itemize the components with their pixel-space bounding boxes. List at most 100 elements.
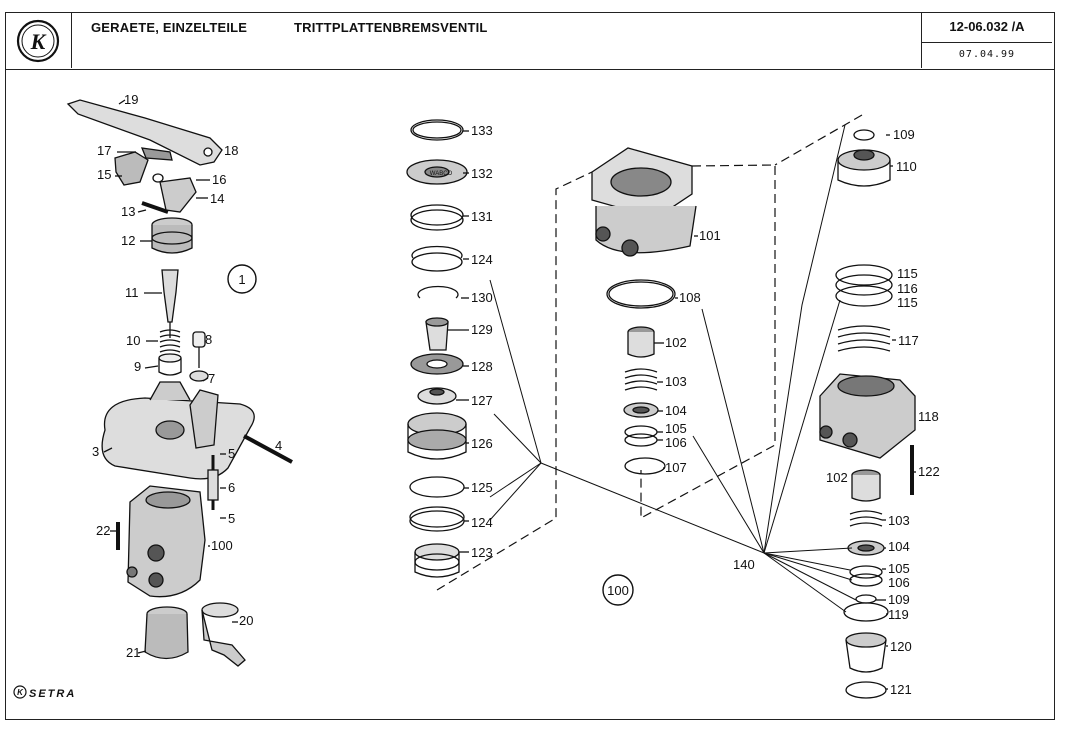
part-label: 124 xyxy=(471,515,493,530)
part-label: 117 xyxy=(898,333,919,348)
pedal-plate-part xyxy=(66,99,223,166)
part-label: 14 xyxy=(210,191,224,206)
part-label: 110 xyxy=(896,159,917,174)
part-label: 106 xyxy=(888,575,910,590)
part-label: 10 xyxy=(126,333,140,348)
logo-letter: K xyxy=(30,29,47,54)
part-label: 107 xyxy=(665,460,687,475)
part-label: 100 xyxy=(211,538,233,553)
part-label: 22 xyxy=(96,523,110,538)
part-label: 15 xyxy=(97,167,111,182)
part-label: 116 xyxy=(897,281,918,296)
part-label: 18 xyxy=(224,143,238,158)
document-cell: 12-06.032 /A 07.04.99 xyxy=(921,12,1053,68)
part-label: 5 xyxy=(228,446,235,461)
group-title: GERAETE, EINZELTEILE xyxy=(91,20,248,35)
part-label: 132 xyxy=(471,166,493,181)
assembly-callout-circle xyxy=(227,264,257,294)
part-label: 127 xyxy=(471,393,493,408)
setra-logo-icon: K SETRA xyxy=(13,685,76,700)
part-label: 104 xyxy=(665,403,687,418)
part-label: 122 xyxy=(918,464,940,479)
pin-part xyxy=(189,331,209,382)
part-label: 19 xyxy=(124,92,138,107)
part-label: 133 xyxy=(471,123,493,138)
stud-part xyxy=(207,455,219,510)
part-label: 9 xyxy=(134,359,141,374)
part-label: 124 xyxy=(471,252,493,267)
assembly-dash-lines xyxy=(436,114,863,591)
assembly-callout-1: 1 xyxy=(238,272,245,287)
plunger-part xyxy=(161,269,179,338)
part-label: 131 xyxy=(471,209,493,224)
part-label: 125 xyxy=(471,480,493,495)
part-label: 3 xyxy=(92,444,99,459)
part-labels-valve-top: 101 108 102 103 104 105 106 107 xyxy=(665,228,721,475)
part-label: 130 xyxy=(471,290,493,305)
assembly-callout-100: 100 xyxy=(607,583,629,598)
part-label: 16 xyxy=(212,172,226,187)
part-label: 115 xyxy=(897,295,918,310)
part-label: 12 xyxy=(121,233,135,248)
valve-body-part xyxy=(116,485,206,598)
part-label: 5 xyxy=(228,511,235,526)
title-block: K GERAETE, EINZELTEILE TRITTPLATTENBREMS… xyxy=(5,12,1055,70)
part-label: 102 xyxy=(665,335,687,350)
document-number: 12-06.032 /A xyxy=(922,12,1052,43)
part-label: 103 xyxy=(888,513,910,528)
part-title: TRITTPLATTENBREMSVENTIL xyxy=(294,20,488,35)
part-label: 13 xyxy=(121,204,135,219)
part-label: 115 xyxy=(897,266,918,281)
part-label: 129 xyxy=(471,322,493,337)
part-label: 109 xyxy=(893,127,915,142)
part-label: 108 xyxy=(679,290,701,305)
document-date: 07.04.99 xyxy=(958,49,1016,60)
cup-part xyxy=(158,353,182,376)
part-label: 102 xyxy=(826,470,848,485)
part-label: 105 xyxy=(665,421,687,436)
part-label: 109 xyxy=(888,592,910,607)
kaessbohrer-logo-icon: K xyxy=(16,19,60,63)
part-label: 20 xyxy=(239,613,253,628)
reference-leader-lines xyxy=(489,124,857,613)
middle-parts-stack xyxy=(406,119,469,578)
part-label: 17 xyxy=(97,143,111,158)
part-label: 128 xyxy=(471,359,493,374)
elbow-fitting-part xyxy=(201,602,246,667)
part-labels-left: 19 18 17 16 15 14 13 12 11 10 8 9 7 3 4 … xyxy=(92,92,282,660)
assembly-callout-circle xyxy=(602,574,634,606)
part-label: 126 xyxy=(471,436,493,451)
part-label: 103 xyxy=(665,374,687,389)
part-label: 6 xyxy=(228,480,235,495)
footer-brand: SETRA xyxy=(29,688,76,700)
base-plate-part xyxy=(101,381,293,480)
part-label: 119 xyxy=(888,607,909,622)
part-labels-right: 109 110 115 116 115 117 118 102 122 103 … xyxy=(826,127,940,697)
part-label-common: 140 xyxy=(733,557,755,572)
part-label: 7 xyxy=(208,371,215,386)
drawing-frame xyxy=(5,12,1055,720)
part-label: 118 xyxy=(918,409,939,424)
part-label: 121 xyxy=(890,682,912,697)
rubber-boot-part xyxy=(151,217,193,254)
roller-bracket-part xyxy=(114,147,197,214)
part-label: 104 xyxy=(888,539,910,554)
part-label: 4 xyxy=(275,438,282,453)
part-label: 123 xyxy=(471,545,493,560)
cap-part xyxy=(144,606,189,660)
wabco-label: WABCO xyxy=(430,171,453,177)
part-label: 21 xyxy=(126,645,140,660)
part-label: 120 xyxy=(890,639,912,654)
spring-part xyxy=(159,329,181,353)
logo-cell: K xyxy=(5,12,72,68)
part-label: 101 xyxy=(699,228,721,243)
part-label: 8 xyxy=(205,332,212,347)
right-parts-stack xyxy=(819,129,916,699)
part-label: 105 xyxy=(888,561,910,576)
part-label: 11 xyxy=(125,285,139,300)
part-label: 106 xyxy=(665,435,687,450)
footer-logo-letter: K xyxy=(17,688,24,697)
part-labels-middle: 133 132 131 124 130 129 128 127 126 125 … xyxy=(471,123,493,560)
upper-valve-housing xyxy=(591,147,698,475)
